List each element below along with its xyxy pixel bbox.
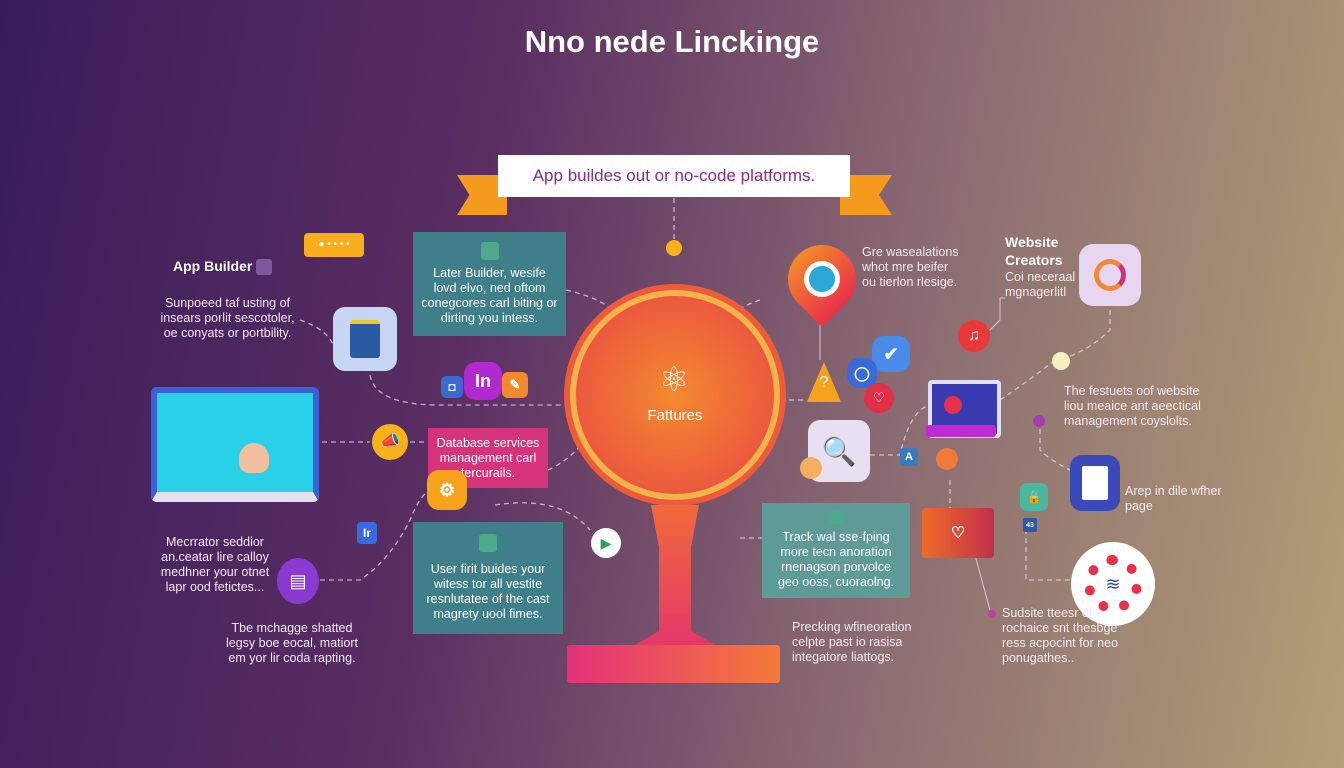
predicting-text: Precking wfineoration celpte past io ras… [792, 620, 912, 664]
lock-icon: 🔒 [1020, 483, 1048, 511]
play-icon: ▶ [591, 528, 621, 558]
check-icon: ✔ [872, 336, 910, 372]
stand-base [567, 645, 780, 683]
chat-icon: ◯ [847, 358, 877, 388]
chat-bubble-icon: ● • • • • [304, 233, 364, 257]
cards-icon: ♡ [922, 508, 994, 558]
wifi-gear-icon: ≋ [1071, 542, 1155, 626]
features-label: Fattures [647, 407, 703, 424]
megaphone-icon: 📣 [372, 424, 408, 460]
info-box-track: Track wal sse-fping more tecn anoration … [762, 503, 910, 598]
features-hub [570, 290, 780, 500]
app-builder-text: Sunpoeed taf usting of insears porlit se… [160, 296, 295, 340]
app-chip-43: 43 [1023, 518, 1037, 532]
banner-dot [666, 240, 682, 256]
page-title: Nno nede Linckinge [524, 24, 820, 59]
document-icon [333, 307, 397, 371]
form-icon [479, 534, 497, 552]
website-creators-text: Coi neceraal mgnagerlitl [1005, 270, 1076, 299]
camera-icon: ◘ [441, 376, 463, 398]
laptop-icon [151, 387, 319, 502]
website-creators-heading: Website Creators [1005, 234, 1063, 268]
atom-icon: ⚛ [658, 361, 690, 399]
ring-icon [1079, 244, 1141, 306]
page-text: Arep in dile wfher page [1125, 484, 1222, 513]
festival-dot [1052, 352, 1070, 370]
info-box-user: User firit buides your witess tor all ve… [413, 522, 563, 634]
message-text: Tbe mchagge shatted legsy boe eocal, mat… [225, 621, 358, 665]
heart-icon: ♡ [864, 383, 894, 413]
pencil-icon: ✎ [502, 372, 528, 398]
info-icon [828, 511, 844, 524]
puzzle-icon: ⚙ [427, 470, 467, 510]
sudsite-text: Sudsite tteesr ef rochaice snt thesbge r… [1002, 606, 1119, 665]
music-icon: ♫ [958, 320, 990, 352]
text-top-right: Gre wasealations whot mre beifer ou tier… [862, 245, 959, 289]
sudsite-dot [988, 610, 996, 618]
features-text: The festuets oof website liou meaice ant… [1064, 384, 1201, 428]
laptop-stand [926, 425, 996, 437]
badge-icon [936, 448, 958, 470]
app-icon [256, 259, 273, 276]
info-box-builder: Later Builder, wesife lovd elvo, ned oft… [413, 232, 566, 336]
app-chip-a: A [900, 448, 918, 466]
potion-icon: ▤ [277, 558, 319, 604]
mecrrator-text: Mecrrator seddior an.ceatar lire calloy … [160, 535, 270, 594]
banner: App buildes out or no-code platforms. [498, 155, 850, 197]
node-dot [1033, 415, 1045, 427]
app-chip-ir: Ir [357, 522, 377, 544]
app-builder-heading: App Builder [173, 258, 273, 276]
layout-icon [480, 242, 499, 260]
avatar [800, 457, 822, 479]
app-chip-in: In [464, 362, 502, 400]
file-icon [1070, 455, 1120, 511]
